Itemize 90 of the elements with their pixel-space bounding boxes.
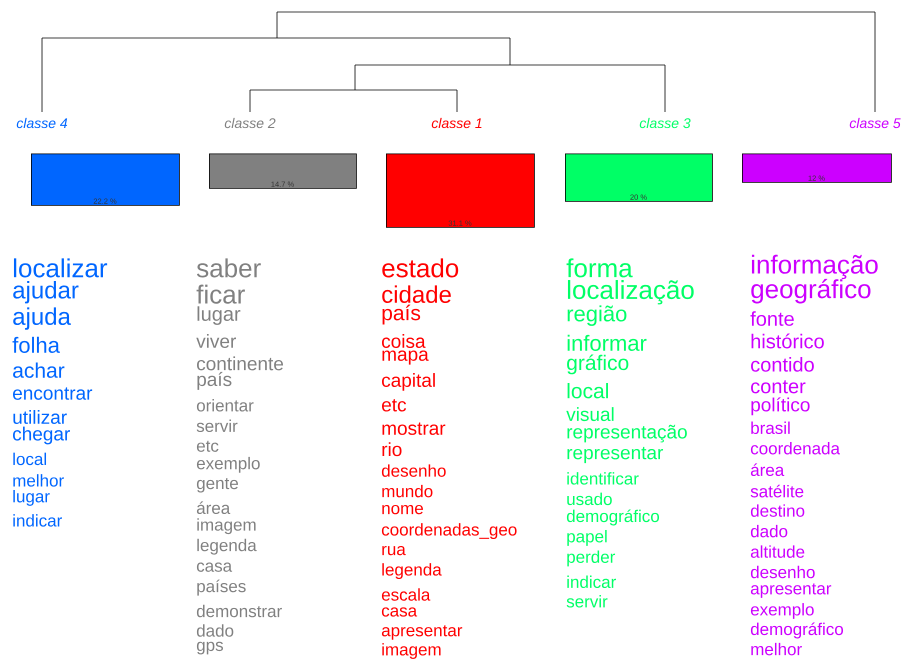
word: informar [568,334,647,351]
word: nome [382,504,423,514]
word: coordenada [750,442,840,454]
word: gps [196,642,223,654]
word: saber [196,258,261,278]
word: mapa [382,350,429,365]
word: países [197,580,246,596]
word: capital [382,373,435,391]
word: país [382,304,420,324]
word: ajuda [13,307,71,330]
word: demográfico [566,509,660,526]
word: casa [382,607,418,617]
word: estado [382,258,458,278]
word: gráfico [567,354,628,374]
word: visual [566,407,614,422]
word: identificar [567,472,639,485]
word: brasil [751,422,790,434]
word: perder [567,550,616,566]
word: forma [566,258,633,278]
word: rua [382,546,406,556]
word: escala [382,588,430,601]
word: fonte [750,311,794,326]
word: lugar [198,306,240,325]
word: legenda [197,538,257,555]
word: conter [751,380,806,394]
word: servir [566,595,608,608]
word: desenho [750,566,815,578]
word: altitude [750,545,804,558]
word: imagem [197,518,256,534]
word: cidade [382,285,451,303]
word: demonstrar [196,604,282,618]
word: desenho [382,464,446,477]
word: informação [752,254,878,280]
word: satélite [750,484,804,498]
word: representação [567,424,687,442]
word: melhor [751,642,802,656]
word: geográfico [751,278,870,304]
word: representar [567,446,664,464]
word: mostrar [382,422,446,435]
word: político [751,397,810,416]
word: coordenadas_geo [382,523,517,540]
word: utilizar [13,410,67,424]
word: etc [382,399,406,412]
word: rio [382,442,402,456]
word: orientar [196,399,254,412]
word: apresentar [382,625,462,640]
class-label: classe 4 [16,118,68,128]
word: casa [196,562,232,572]
word: encontrar [13,387,92,400]
word: indicar [13,514,62,527]
word: histórico [752,334,824,348]
word: localizar [14,258,108,278]
word: contido [751,357,814,372]
word: ficar [196,284,245,304]
word: apresentar [750,583,832,598]
word: continente [197,356,284,370]
word: área [750,463,784,476]
word: destino [750,504,804,517]
word: mundo [382,484,432,498]
word: etc [196,440,218,452]
class-label: classe 3 [640,118,691,128]
class-label: classe 2 [224,118,276,128]
word: folha [12,336,60,353]
class-label: classe 5 [850,118,901,128]
word: achar [13,362,64,378]
word: ajudar [13,281,78,304]
word: dado [196,624,234,637]
word: legenda [382,563,442,580]
word: imagem [382,643,441,659]
word: melhor [13,474,64,487]
word: exemplo [750,603,814,619]
word: coisa [382,334,426,348]
word: viver [196,334,236,348]
word: dado [750,524,788,538]
word: local [13,452,46,466]
word: indicar [567,576,616,588]
word: região [568,305,626,326]
word: local [568,383,608,398]
word: gente [196,478,238,493]
word: lugar [13,490,50,506]
word: chegar [13,426,70,444]
word: país [197,372,232,390]
word: demográfico [750,622,844,639]
word: localização [568,280,694,304]
word: área [196,501,230,514]
word: exemplo [196,456,260,473]
word: usado [567,492,612,506]
word: servir [196,420,238,432]
class-label: classe 1 [432,118,482,128]
word: papel [567,530,607,546]
